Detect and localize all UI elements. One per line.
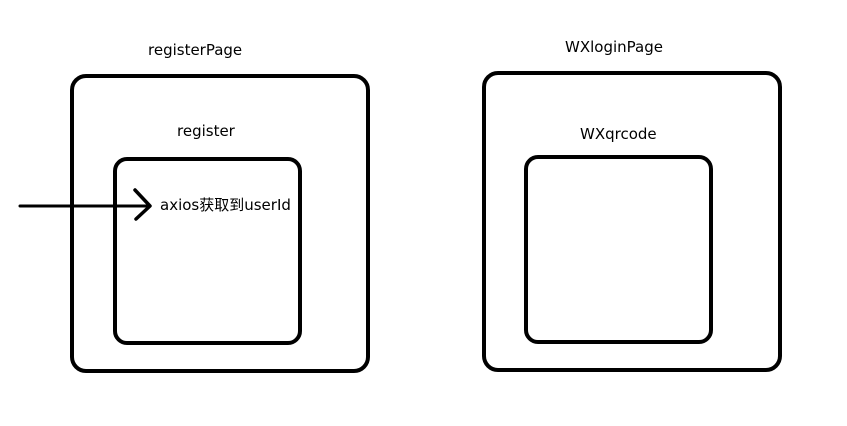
arrow-head-icon	[133, 188, 152, 221]
wxlogin-page-title: WXloginPage	[565, 38, 663, 56]
axios-note: axios获取到userId	[160, 196, 291, 214]
register-component-box	[113, 157, 302, 345]
register-page-title: registerPage	[148, 41, 243, 59]
register-page-box	[70, 74, 370, 373]
wxqrcode-component-title: WXqrcode	[580, 125, 657, 143]
wxqrcode-component-box	[524, 155, 713, 344]
wxlogin-page-box	[482, 71, 782, 372]
register-component-title: register	[177, 122, 235, 140]
